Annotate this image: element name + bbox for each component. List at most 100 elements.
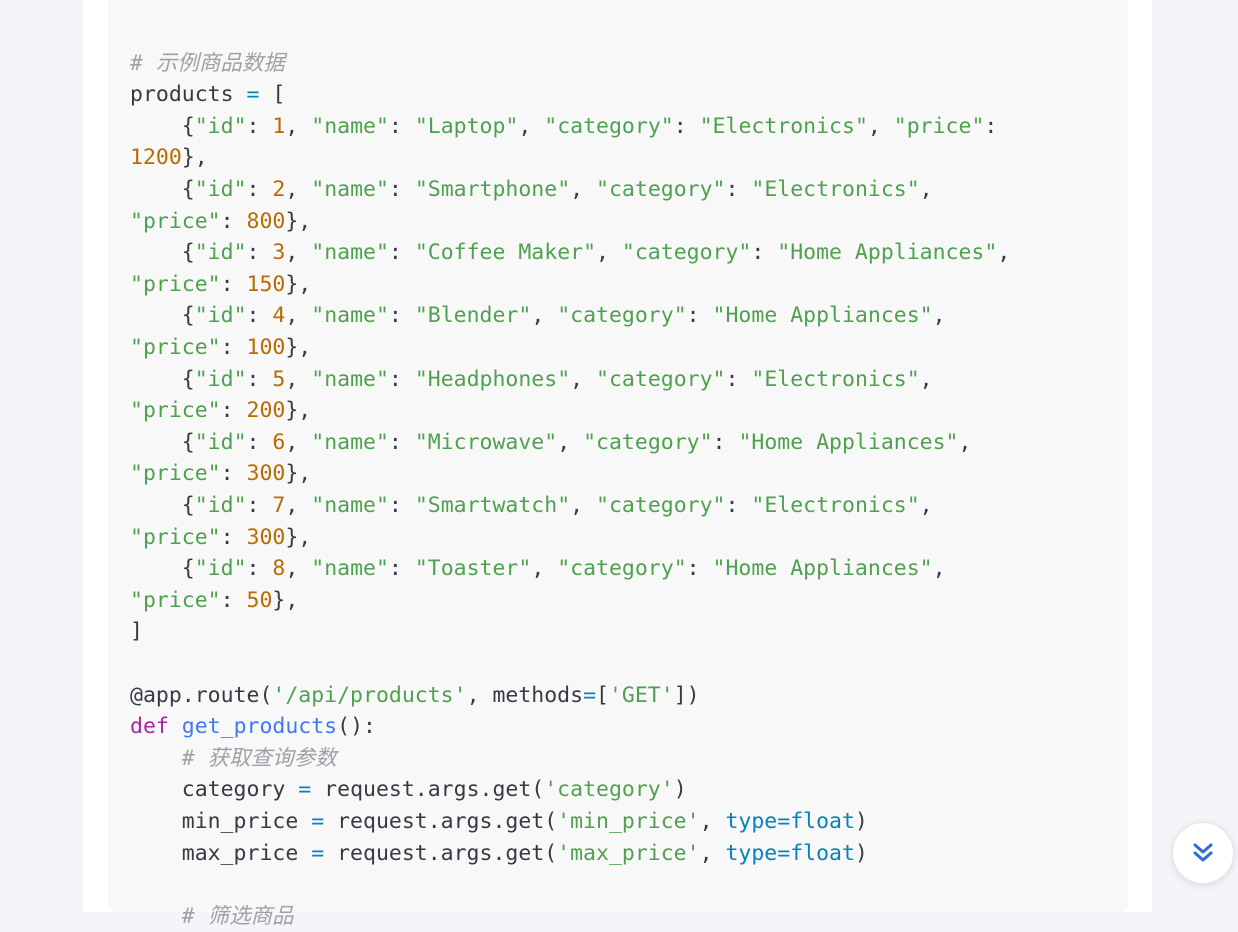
code-token: float (790, 840, 855, 866)
code-token: products (130, 82, 247, 108)
code-token: ) (854, 808, 868, 834)
code-token: }, (285, 398, 312, 424)
code-token: 2 (272, 176, 286, 202)
code-line: # 示例商品数据 (130, 48, 285, 79)
code-token: , (997, 240, 1011, 266)
code-line: products = [ (130, 79, 285, 110)
code-token: = (777, 840, 791, 866)
code-token: : (220, 461, 247, 487)
code-token: "Electronics" (751, 176, 920, 202)
code-token: 8 (272, 556, 286, 582)
code-token: : (712, 429, 739, 455)
code-token: "price" (130, 461, 221, 487)
code-token: , (285, 176, 312, 202)
code-token: }, (285, 334, 312, 360)
code-token: : (725, 176, 752, 202)
code-token: # 筛选商品 (181, 903, 294, 929)
code-token: : (246, 240, 273, 266)
code-token: , (699, 840, 726, 866)
code-token: 7 (272, 492, 286, 518)
code-token: : (388, 556, 415, 582)
code-line: ] (130, 616, 143, 647)
code-token (169, 714, 182, 739)
code-token: min_price (130, 808, 312, 834)
code-token: 'GET' (608, 682, 674, 708)
code-token: "Smartphone" (414, 176, 571, 202)
code-token: , (932, 556, 946, 582)
code-token: 50 (246, 587, 273, 613)
code-token: : (220, 398, 247, 424)
code-token: "id" (194, 113, 247, 139)
code-token: : (388, 113, 415, 139)
code-token: , (518, 113, 545, 139)
code-token: : (725, 366, 752, 392)
code-line: "price": 150}, (130, 269, 311, 300)
code-token: "price" (893, 113, 985, 139)
code-line: {"id": 1, "name": "Laptop", "category": … (130, 111, 998, 142)
code-token: request.args.get( (311, 777, 545, 803)
code-block (108, 0, 1128, 912)
code-line: {"id": 2, "name": "Smartphone", "categor… (130, 174, 933, 205)
code-token: "Home Appliances" (712, 556, 933, 582)
code-token: = (777, 808, 791, 834)
code-line: @app.route('/api/products', methods=['GE… (130, 680, 700, 711)
code-token: ) (673, 777, 687, 803)
code-token: : (388, 429, 415, 455)
code-line: {"id": 4, "name": "Blender", "category":… (130, 300, 946, 331)
code-token: '/api/products' (272, 682, 467, 708)
code-token: "price" (130, 271, 221, 297)
code-token: : (246, 366, 273, 392)
code-line: min_price = request.args.get('min_price'… (130, 806, 868, 837)
code-token: , (285, 240, 312, 266)
code-token: 6 (272, 429, 286, 455)
code-token: "category" (557, 556, 687, 582)
code-line: {"id": 6, "name": "Microwave", "category… (130, 427, 972, 458)
code-token: { (130, 492, 195, 518)
code-line: {"id": 3, "name": "Coffee Maker", "categ… (130, 237, 1011, 268)
code-token: "category" (557, 303, 687, 329)
code-token: 100 (246, 334, 286, 360)
code-token: 300 (246, 461, 286, 487)
code-token: 800 (246, 208, 286, 234)
code-line: def get_products(): (130, 711, 376, 742)
code-line: {"id": 5, "name": "Headphones", "categor… (130, 364, 933, 395)
code-token: { (130, 240, 195, 266)
code-token: : (246, 492, 273, 518)
code-token: "name" (311, 556, 389, 582)
code-token: }, (285, 208, 312, 234)
code-token: "price" (130, 208, 221, 234)
code-token: "price" (130, 334, 221, 360)
code-token: , (285, 303, 312, 329)
code-token: : (984, 113, 998, 139)
code-token: "id" (194, 366, 247, 392)
code-token: type (725, 840, 778, 866)
code-token: , (285, 556, 312, 582)
code-line: "price": 300}, (130, 458, 311, 489)
code-token: 'category' (544, 777, 674, 803)
code-token: max_price (130, 840, 312, 866)
code-token: "id" (194, 556, 247, 582)
scroll-to-bottom-button[interactable] (1172, 822, 1234, 884)
double-chevron-down-icon (1193, 843, 1213, 862)
code-token: "Home Appliances" (777, 240, 998, 266)
code-token: 200 (246, 398, 286, 424)
code-token: "Home Appliances" (712, 303, 933, 329)
code-line: "price": 300}, (130, 522, 311, 553)
code-token: "Microwave" (414, 429, 558, 455)
code-token: "name" (311, 113, 389, 139)
code-token: : (388, 366, 415, 392)
code-token: , (285, 492, 312, 518)
code-token: = (583, 682, 597, 708)
code-line: "price": 50}, (130, 585, 298, 616)
code-token: }, (285, 461, 312, 487)
code-token: "name" (311, 492, 389, 518)
code-token: , (570, 492, 597, 518)
code-token: , (531, 303, 558, 329)
code-token: "Home Appliances" (738, 429, 959, 455)
code-token: : (246, 303, 273, 329)
code-token: "name" (311, 176, 389, 202)
code-token: get_products (181, 714, 338, 740)
code-token: category (130, 777, 299, 803)
code-token: "id" (194, 240, 247, 266)
code-line: {"id": 7, "name": "Smartwatch", "categor… (130, 490, 933, 521)
